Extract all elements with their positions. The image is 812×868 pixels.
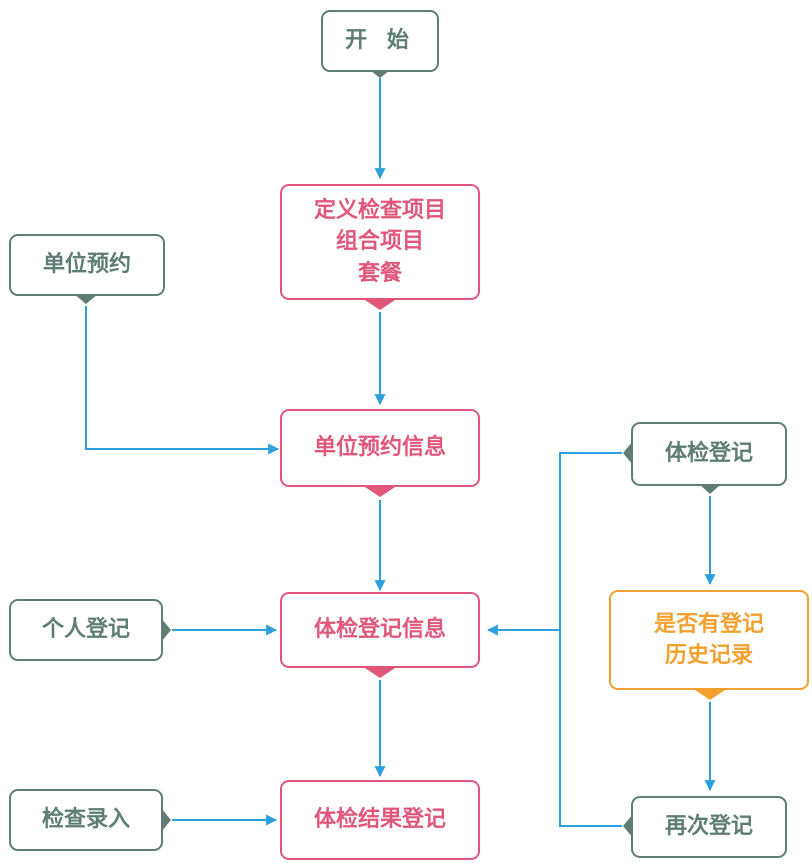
exam-register-pointer — [699, 484, 721, 494]
check-entry-label: 检查录入 — [41, 807, 130, 833]
unit-booking-info-node: 单位预约信息 — [280, 409, 480, 487]
check-entry-node: 检查录入 — [9, 789, 163, 851]
check-entry-pointer — [161, 808, 171, 832]
exam-register-node: 体检登记 — [631, 422, 787, 486]
define-line-2: 组合项目 — [335, 229, 424, 255]
exam-register-info-label: 体检登记信息 — [313, 617, 446, 643]
define-pointer — [362, 298, 398, 310]
define-line-3: 套餐 — [357, 260, 402, 286]
re-register-label: 再次登记 — [664, 814, 753, 840]
exam-register-left-pointer — [623, 441, 633, 465]
re-register-node: 再次登记 — [631, 796, 787, 858]
personal-register-label: 个人登记 — [41, 617, 130, 643]
exam-result-register-node: 体检结果登记 — [280, 780, 480, 860]
history-check-line-1: 是否有登记 — [653, 611, 764, 637]
line-exam-register-left-rail — [559, 452, 622, 827]
define-line-1: 定义检查项目 — [313, 198, 446, 224]
define-node: 定义检查项目 组合项目 套餐 — [280, 184, 480, 300]
unit-booking-node: 单位预约 — [9, 234, 165, 296]
re-register-left-pointer — [623, 814, 633, 838]
history-check-line-2: 历史记录 — [664, 643, 753, 668]
history-check-pointer — [692, 688, 728, 700]
personal-register-node: 个人登记 — [9, 599, 163, 661]
history-check-node: 是否有登记 历史记录 — [609, 590, 809, 690]
exam-result-register-label: 体检结果登记 — [313, 807, 446, 833]
unit-booking-label: 单位预约 — [42, 252, 131, 278]
personal-register-pointer — [161, 618, 171, 642]
unit-booking-pointer — [74, 294, 98, 304]
unit-booking-info-pointer — [362, 485, 398, 497]
exam-register-label: 体检登记 — [664, 441, 753, 467]
exam-register-info-pointer — [362, 666, 398, 678]
start-node: 开 始 — [321, 10, 439, 72]
start-pointer — [370, 70, 390, 78]
exam-register-info-node: 体检登记信息 — [280, 592, 480, 668]
unit-booking-info-label: 单位预约信息 — [313, 435, 446, 461]
arrow-unit-booking-to-unit-booking-info — [85, 306, 280, 455]
start-label: 开 始 — [345, 28, 415, 54]
